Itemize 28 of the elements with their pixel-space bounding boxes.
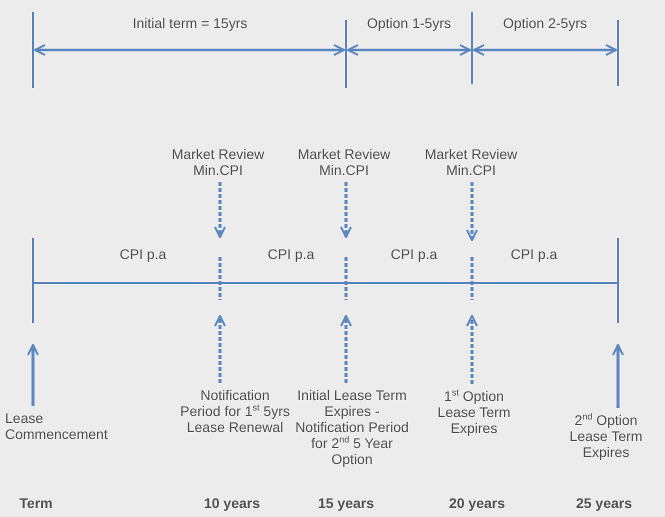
event-label: Market Review Min.CPI [411,146,531,178]
arrow [466,315,478,384]
event-label: Market Review Min.CPI [284,146,404,178]
dimension-label: Option 2-5yrs [502,15,588,31]
event-label: 2$^{nd}$ Option Lease Term Expires [560,412,652,460]
rate-label: CPI p.a [266,246,316,262]
year-label: 15 years [316,495,376,511]
event-label: Notification Period for 1$^{st}$ 5yrs Lease Renewal [180,387,290,435]
year-label: 25 years [574,495,634,511]
arrow [214,315,226,383]
event-label: Lease Commencement [5,410,125,442]
dimension-label: Option 1-5yrs [366,15,452,31]
arrow [466,182,478,241]
arrow [214,182,226,238]
event-label: Market Review Min.CPI [158,146,278,178]
rate-label: CPI p.a [390,246,438,262]
arrow [340,315,352,383]
event-label: Initial Lease Term Expires - Notification Period for 2$^{nd}$ 5 Year Option [293,387,411,467]
arrow [612,344,624,408]
year-label: 20 years [448,495,506,511]
arrow [340,182,352,238]
dimension-label: Initial term = 15yrs [132,15,248,31]
event-label: 1$^{st}$ Option Lease Term Expires [424,388,524,436]
year-label: Term [18,495,54,511]
year-label: 10 years [202,495,262,511]
rate-label: CPI p.a [510,246,558,262]
rate-label: CPI p.a [118,246,168,262]
arrow [27,344,39,406]
